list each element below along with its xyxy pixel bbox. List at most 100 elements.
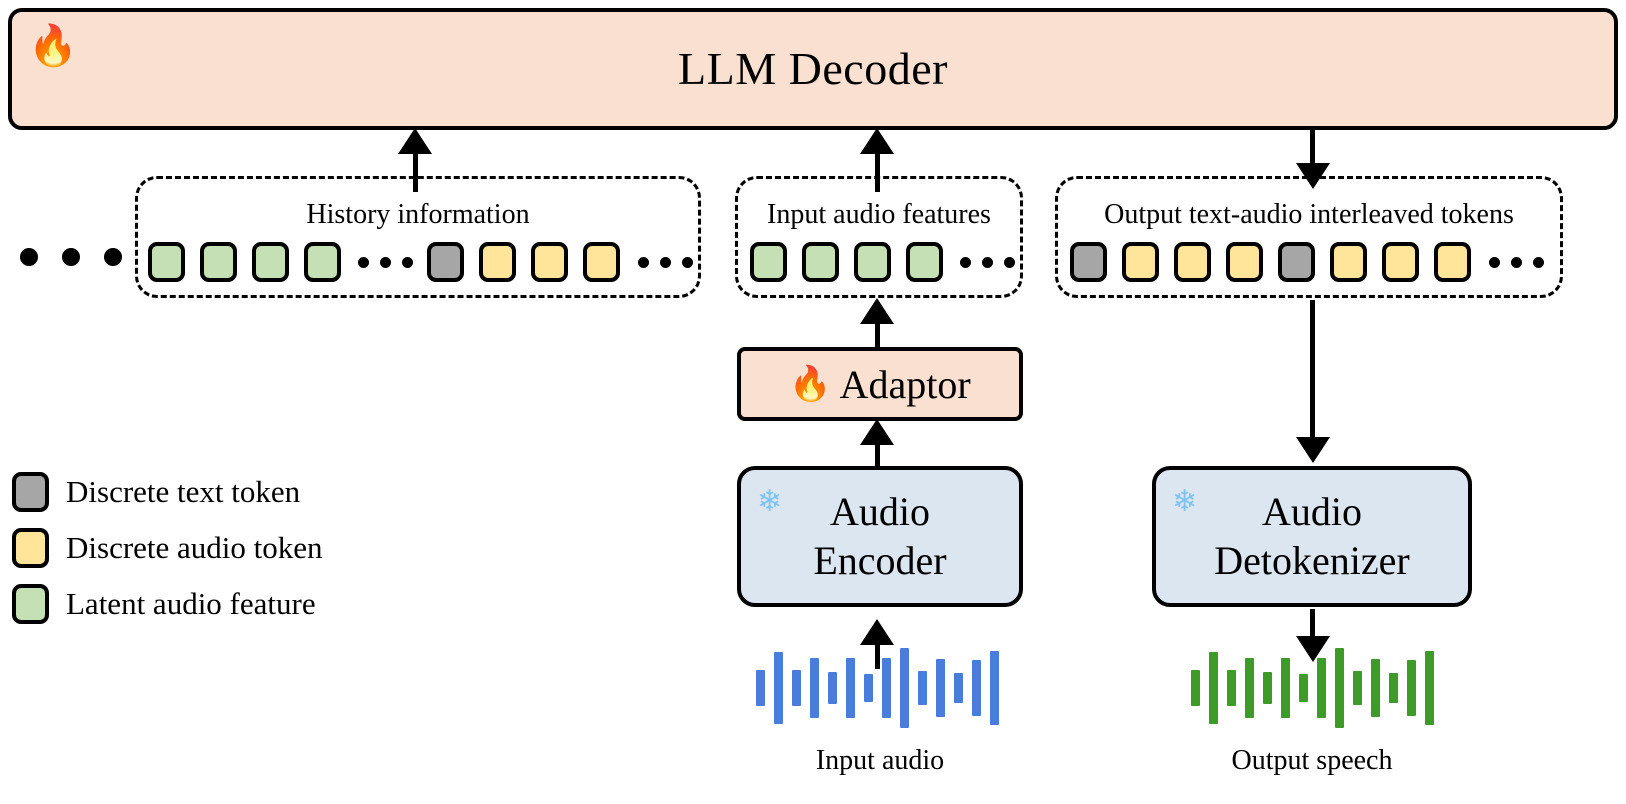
waveform-bar (972, 660, 981, 716)
arrow-inputaudio-to-encoder-head (860, 619, 894, 645)
fire-icon: 🔥 (28, 23, 78, 69)
legend-item: Latent audio feature (8, 578, 348, 634)
input-audio-features-group: Input audio features (735, 176, 1023, 298)
arrow-history-to-decoder-line (413, 146, 418, 192)
token-discrete-text (427, 242, 464, 282)
output-tokens-group: Output text-audio interleaved tokens (1055, 176, 1563, 298)
fire-icon: 🔥 (789, 364, 832, 404)
waveform-bar (756, 670, 765, 706)
waveform-bar (990, 651, 999, 725)
arrow-adaptor-to-features-line (875, 316, 880, 352)
waveform-bar (1335, 648, 1344, 728)
llm-decoder-box: LLM Decoder (8, 8, 1618, 130)
token-discrete-audio (1382, 242, 1419, 282)
arrow-output-to-detokenizer-line (1310, 300, 1315, 440)
token-latent-audio-feature (802, 242, 839, 282)
waveform-bar (900, 648, 909, 728)
legend-label-latent-audio-feature: Latent audio feature (66, 586, 316, 621)
arrow-features-to-decoder-head (860, 128, 894, 154)
waveform-bar (918, 671, 927, 705)
adaptor-label: Adaptor (839, 361, 971, 407)
token-discrete-text (1278, 242, 1315, 282)
token-discrete-text (1070, 242, 1107, 282)
token-discrete-audio (1434, 242, 1471, 282)
token-latent-audio-feature (148, 242, 185, 282)
waveform-bar (792, 670, 801, 706)
waveform-bar (1263, 672, 1272, 704)
output-trailing-ellipsis (1489, 257, 1544, 268)
token-discrete-audio (1226, 242, 1263, 282)
legend-swatch-latent-audio-feature (12, 584, 49, 624)
legend-label-discrete-audio-token: Discrete audio token (66, 530, 323, 565)
llm-decoder-label: LLM Decoder (678, 43, 948, 94)
output-speech-waveform (1191, 645, 1434, 731)
waveform-bar (1371, 659, 1380, 717)
output-tokens-label: Output text-audio interleaved tokens (1104, 199, 1514, 230)
arrow-decoder-to-output-line (1310, 130, 1315, 174)
legend-swatch-discrete-text-token (12, 472, 49, 512)
waveform-bar (846, 658, 855, 718)
input-audio-waveform (756, 645, 999, 731)
arrow-history-to-decoder-head (398, 128, 432, 154)
waveform-bar (774, 652, 783, 724)
audio-encoder-label-line2: Encoder (813, 537, 947, 583)
audio-encoder-label: Audio Encoder (813, 488, 946, 586)
waveform-bar (1299, 674, 1308, 702)
token-discrete-audio (1122, 242, 1159, 282)
waveform-bar (1353, 671, 1362, 705)
waveform-bar (936, 659, 945, 717)
left-ellipsis (20, 248, 122, 266)
audio-encoder-box: ❄ Audio Encoder (737, 466, 1023, 607)
arrow-encoder-to-adaptor-head (860, 419, 894, 445)
waveform-bar (1209, 652, 1218, 724)
waveform-bar (864, 674, 873, 702)
arrow-adaptor-to-features-head (860, 298, 894, 324)
audio-encoder-label-line1: Audio (829, 488, 930, 534)
waveform-bar (810, 658, 819, 718)
token-latent-audio-feature (854, 242, 891, 282)
legend-label-discrete-text-token: Discrete text token (66, 474, 301, 509)
token-discrete-audio (1330, 242, 1367, 282)
arrow-detokenizer-to-speech-head (1296, 636, 1330, 662)
waveform-bar (882, 658, 891, 718)
waveform-bar (1227, 670, 1236, 706)
input-audio-caption: Input audio (815, 745, 945, 776)
snowflake-icon: ❄ (1172, 484, 1198, 519)
input-audio-features-label: Input audio features (767, 199, 991, 230)
token-discrete-audio (479, 242, 516, 282)
arrow-inputaudio-to-encoder-line (875, 637, 880, 669)
legend-item: Discrete audio token (8, 522, 348, 578)
waveform-bar (1425, 651, 1434, 725)
history-information-label: History information (306, 199, 530, 230)
waveform-bar (1245, 658, 1254, 718)
token-discrete-audio (583, 242, 620, 282)
audio-detokenizer-label-line1: Audio (1261, 488, 1362, 534)
token-latent-audio-feature (304, 242, 341, 282)
waveform-bar (828, 672, 837, 704)
arrow-encoder-to-adaptor-line (875, 437, 880, 471)
legend-swatch-discrete-audio-token (12, 528, 49, 568)
features-trailing-ellipsis (960, 257, 1015, 268)
token-discrete-audio (1174, 242, 1211, 282)
adaptor-box: 🔥 Adaptor (737, 347, 1023, 421)
token-latent-audio-feature (906, 242, 943, 282)
waveform-bar (1389, 673, 1398, 703)
waveform-bar (1317, 658, 1326, 718)
legend-item: Discrete text token (8, 466, 348, 522)
waveform-bar (1281, 658, 1290, 718)
waveform-bar (1407, 660, 1416, 716)
snowflake-icon: ❄ (757, 484, 783, 519)
output-speech-caption: Output speech (1231, 745, 1393, 776)
token-discrete-audio (531, 242, 568, 282)
audio-detokenizer-label-line2: Detokenizer (1214, 537, 1410, 583)
waveform-bar (1191, 670, 1200, 706)
audio-detokenizer-label: Audio Detokenizer (1214, 488, 1409, 586)
token-latent-audio-feature (252, 242, 289, 282)
token-latent-audio-feature (200, 242, 237, 282)
waveform-bar (954, 673, 963, 703)
history-inner-ellipsis (358, 257, 413, 268)
arrow-output-to-detokenizer-head (1296, 437, 1330, 463)
arrow-features-to-decoder-line (875, 146, 880, 192)
history-information-group: History information (135, 176, 701, 298)
